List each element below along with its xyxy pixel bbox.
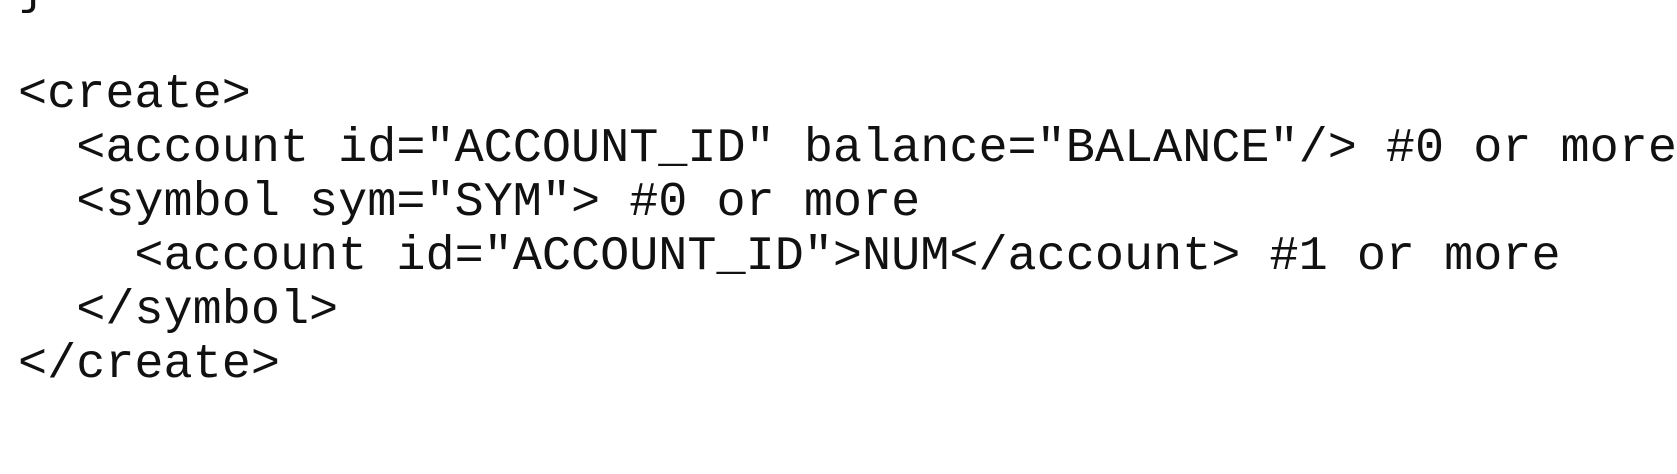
- code-block: } <create> <account id="ACCOUNT_ID" bala…: [18, 0, 1677, 474]
- code-line-create-close: </create>: [18, 337, 280, 392]
- code-line-create-open: <create>: [18, 67, 251, 122]
- code-line-symbol-open: <symbol sym="SYM"> #0 or more: [18, 175, 921, 230]
- code-line-account: <account id="ACCOUNT_ID" balance="BALANC…: [18, 121, 1677, 176]
- code-line-symbol-close: </symbol>: [18, 283, 339, 338]
- code-line-partial: }: [18, 0, 47, 18]
- code-line-symbol-account: <account id="ACCOUNT_ID">NUM</account> #…: [18, 229, 1561, 284]
